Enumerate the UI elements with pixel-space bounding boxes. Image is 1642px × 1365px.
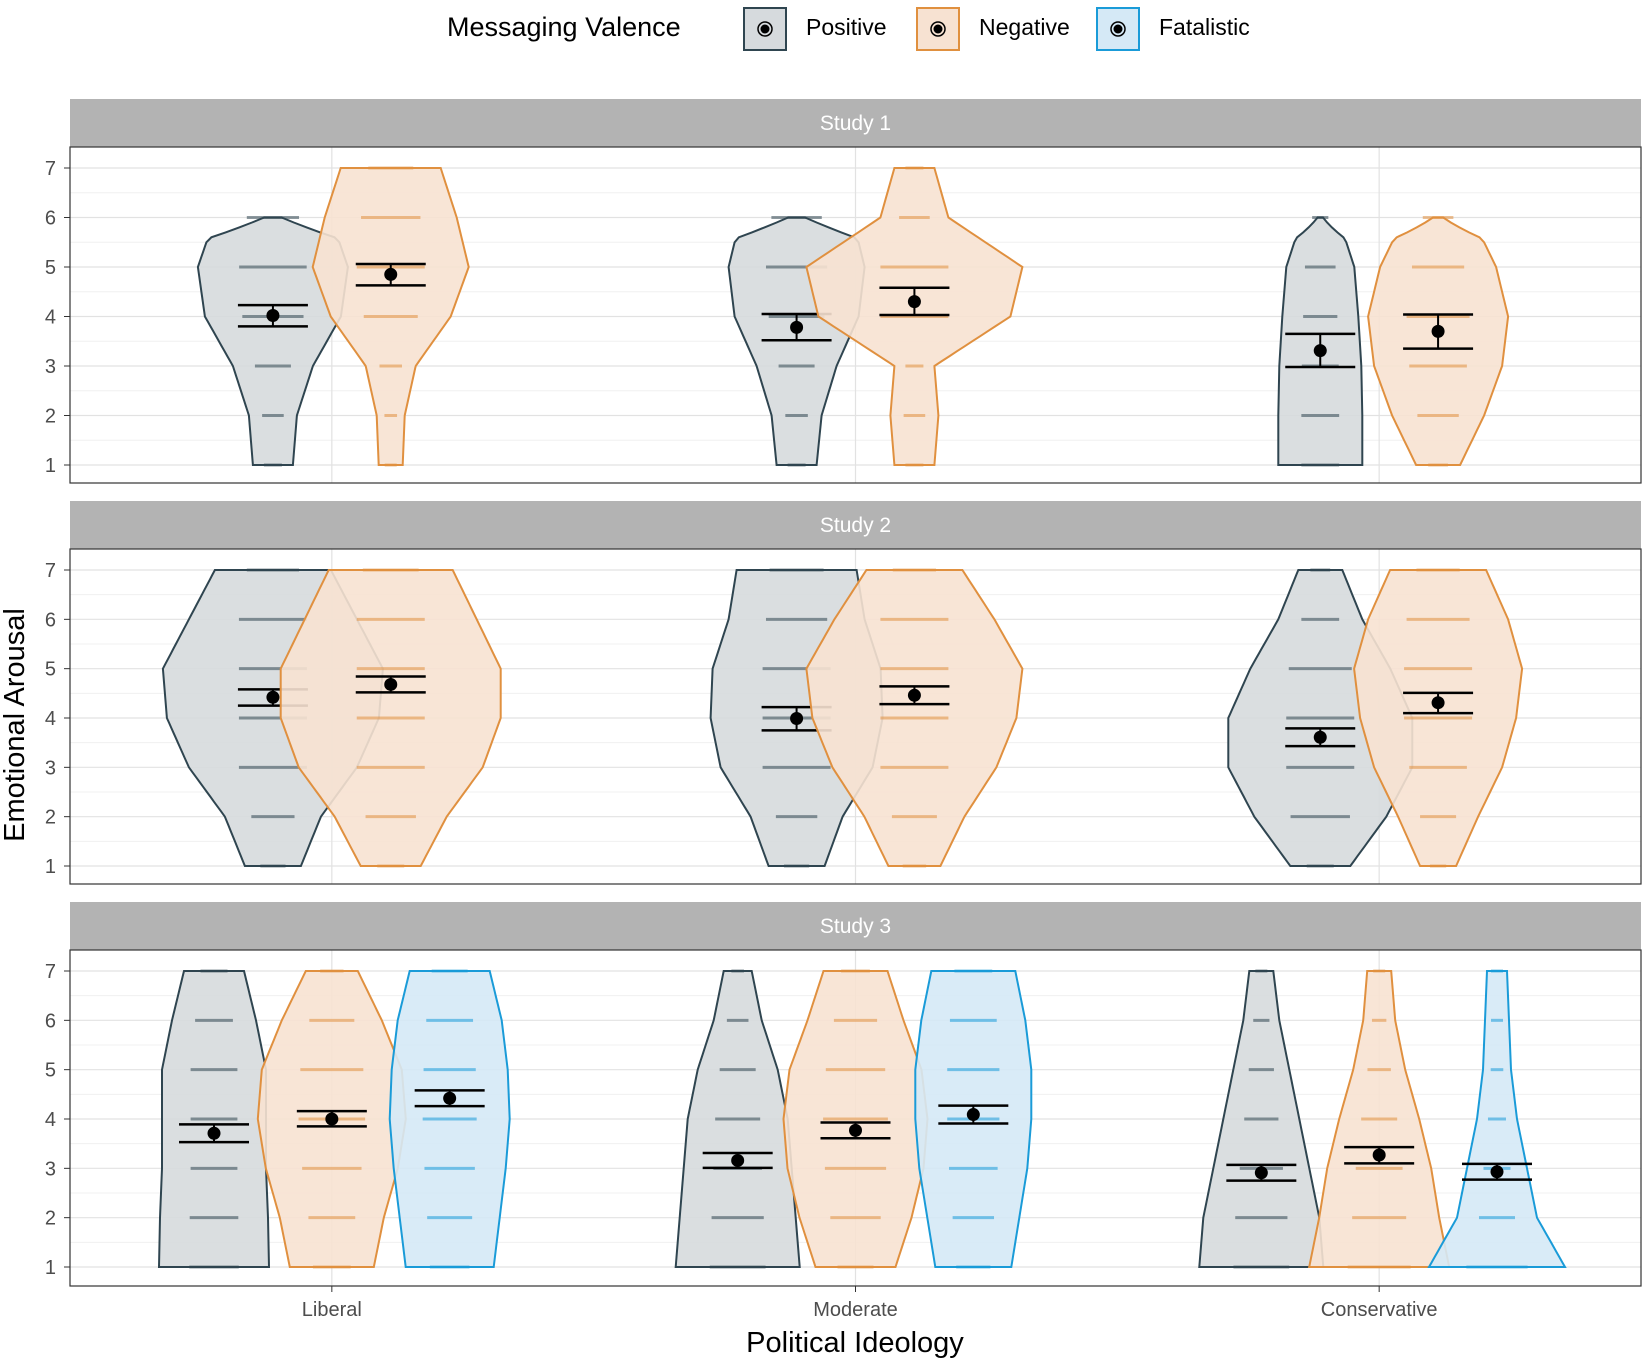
- mean-point: [1254, 1166, 1268, 1180]
- mean-point: [266, 690, 280, 704]
- x-axis-title: Political Ideology: [746, 1327, 964, 1359]
- y-tick-label: 1: [45, 1257, 56, 1279]
- panel-title: Study 3: [820, 915, 891, 938]
- panel-border: [69, 548, 1642, 885]
- legend-label: Positive: [806, 14, 887, 40]
- mean-point: [1431, 696, 1445, 710]
- panel-border: [69, 146, 1642, 484]
- series-negative: [279, 568, 1524, 868]
- mean-point: [1372, 1148, 1386, 1162]
- legend-key-fatalistic: Fatalistic: [1096, 7, 1250, 51]
- x-tick-label: Liberal: [302, 1299, 362, 1321]
- legend-label: Negative: [979, 14, 1070, 40]
- y-tick-label: 7: [45, 961, 56, 983]
- y-tick-label: 7: [45, 560, 56, 582]
- y-tick-label: 3: [45, 1158, 56, 1180]
- panel-2: Study 2 1 2 3 4 5 6 7: [45, 501, 1642, 885]
- mean-point: [207, 1126, 221, 1140]
- mean-point: [1313, 344, 1327, 358]
- y-tick-label: 5: [45, 1060, 56, 1082]
- mean-point: [1431, 324, 1445, 338]
- y-tick-label: 3: [45, 356, 56, 378]
- y-tick-label: 3: [45, 757, 56, 779]
- y-tick-label: 5: [45, 659, 56, 681]
- series-negative: [311, 166, 1510, 467]
- legend-swatch: [743, 7, 787, 51]
- mean-point: [1313, 730, 1327, 744]
- y-tick-label: 6: [45, 208, 56, 230]
- mean-point: [443, 1091, 457, 1105]
- mean-point: [384, 677, 398, 691]
- legend-title: Messaging Valence: [447, 12, 681, 42]
- y-tick-label: 6: [45, 609, 56, 631]
- mean-point: [907, 688, 921, 702]
- x-tick-label: Moderate: [813, 1299, 898, 1321]
- y-tick-label: 4: [45, 708, 56, 730]
- mean-point: [907, 295, 921, 309]
- legend-swatch-dot: [760, 24, 770, 34]
- y-tick-label: 7: [45, 158, 56, 180]
- mean-point: [1490, 1165, 1504, 1179]
- panel-title: Study 2: [820, 514, 891, 537]
- mean-point: [790, 711, 804, 725]
- y-tick-label: 6: [45, 1010, 56, 1032]
- panel-title: Study 1: [820, 112, 891, 135]
- mean-point: [325, 1112, 339, 1126]
- panel-strip: [70, 902, 1641, 950]
- legend: Messaging Valence Positive Negative Fatali…: [447, 7, 1250, 51]
- panel-3: Study 3 1 2 3 4 5 6 7: [45, 902, 1642, 1287]
- mean-point: [790, 320, 804, 334]
- x-tick-label: Conservative: [1321, 1299, 1438, 1321]
- legend-swatch-dot: [933, 24, 943, 34]
- panel-strip: [70, 99, 1641, 147]
- y-tick-label: 2: [45, 406, 56, 428]
- y-tick-label: 1: [45, 455, 56, 477]
- legend-swatch-dot: [1113, 24, 1123, 34]
- panel-1: Study 1 1 2 3 4 5 6 7: [45, 99, 1642, 484]
- legend-key-negative: Negative: [916, 7, 1070, 51]
- series-fatalistic: [388, 969, 1567, 1269]
- mean-point: [384, 267, 398, 281]
- y-axis-title: Emotional Arousal: [0, 608, 31, 842]
- mean-point: [731, 1153, 745, 1167]
- mean-point: [849, 1123, 862, 1137]
- y-tick-label: 1: [45, 856, 56, 878]
- panel-strip: [70, 501, 1641, 549]
- y-tick-label: 2: [45, 1208, 56, 1230]
- series-positive: [157, 969, 1325, 1269]
- mean-point: [966, 1108, 980, 1122]
- legend-label: Fatalistic: [1159, 14, 1250, 40]
- mean-point: [266, 309, 280, 323]
- y-tick-label: 2: [45, 807, 56, 829]
- y-tick-label: 5: [45, 257, 56, 279]
- y-tick-label: 4: [45, 307, 56, 329]
- y-tick-label: 4: [45, 1109, 56, 1131]
- legend-key-positive: Positive: [743, 7, 887, 51]
- x-axis: Liberal Moderate Conservative: [302, 1286, 1438, 1321]
